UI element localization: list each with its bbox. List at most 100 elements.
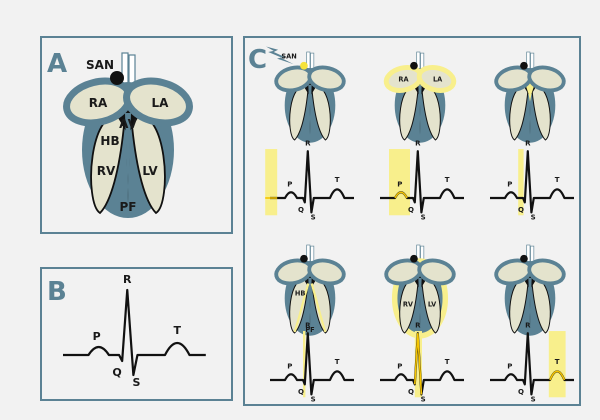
label-av: AV — [119, 117, 137, 131]
sinoatrial-node — [520, 61, 528, 70]
wave-label-p: P — [287, 362, 292, 370]
right-ventricle — [289, 85, 309, 141]
wave-label-s: S — [531, 213, 536, 221]
wave-label-p: P — [397, 362, 402, 370]
wave-label-t: T — [335, 176, 340, 184]
vessel-icon — [530, 245, 535, 263]
wave-label-r: R — [525, 140, 531, 148]
ecg-highlight-segment — [550, 371, 564, 380]
vessel-icon — [310, 245, 315, 263]
heart-step-AV — [494, 51, 566, 143]
wave-label-t: T — [335, 358, 340, 366]
wave-label-s: S — [421, 213, 426, 221]
septum-core — [308, 278, 312, 328]
label-rv: RV — [403, 301, 414, 309]
wave-label-p: P — [397, 180, 402, 188]
ecg-waveform — [270, 151, 354, 212]
sinoatrial-node — [410, 61, 418, 70]
heart-step-ventricles: RV LV — [384, 244, 456, 339]
label-pf: PF — [305, 326, 314, 334]
left-atrium — [527, 65, 566, 93]
wave-label-s: S — [311, 395, 316, 403]
sinoatrial-node — [110, 71, 124, 85]
label-ra: RA — [89, 96, 108, 110]
left-atrium — [307, 65, 346, 93]
wave-label-s: S — [311, 213, 316, 221]
wave-label-r: R — [415, 322, 421, 330]
label-lv: LV — [428, 301, 437, 309]
wave-label-s: S — [421, 395, 426, 403]
wave-label-q: Q — [518, 206, 524, 214]
left-ventricle — [531, 85, 551, 141]
septum-core — [418, 278, 422, 328]
sinoatrial-node — [520, 254, 528, 263]
left-atrium — [123, 77, 193, 127]
panel-a-letter: A — [47, 49, 67, 79]
ecg-waveform — [270, 333, 354, 394]
wave-label-r: R — [305, 140, 311, 148]
right-ventricle — [90, 113, 126, 215]
label-hb: HB — [295, 290, 306, 298]
label-rv: RV — [97, 164, 116, 178]
left-atrium — [417, 258, 456, 286]
highlight-band — [518, 149, 524, 216]
septum-core — [418, 85, 422, 135]
right-ventricle — [509, 85, 529, 141]
label-lv: LV — [142, 164, 158, 178]
left-ventricle — [130, 113, 166, 215]
his-bundle-highlight — [293, 283, 327, 333]
heart-step-repolarization — [494, 244, 566, 336]
septum-core — [528, 85, 532, 135]
panel-c-letter: C — [248, 45, 267, 75]
wave-label-q: Q — [298, 206, 304, 214]
wave-label-r: R — [305, 322, 311, 330]
right-ventricle — [509, 278, 529, 334]
highlight-band — [548, 331, 566, 398]
electric-bolt-icon — [266, 46, 294, 65]
wave-label-t: T — [173, 324, 181, 337]
av-node-highlight — [525, 83, 535, 102]
label-san: SAN — [281, 53, 296, 61]
wave-label-p: P — [507, 180, 512, 188]
wave-label-q: Q — [408, 388, 414, 396]
wave-label-r: R — [415, 140, 421, 148]
label-pf: PF — [120, 200, 137, 214]
septum-core — [308, 85, 312, 135]
vessel-icon — [530, 52, 535, 70]
wave-label-s: S — [132, 376, 140, 389]
ecg-trace: P R QS T — [380, 322, 464, 403]
left-ventricle — [421, 278, 441, 334]
vessel-icon — [310, 52, 315, 70]
ecg-highlight-segment — [395, 192, 407, 198]
highlight-band — [303, 331, 306, 398]
wave-label-r: R — [123, 273, 132, 286]
heart-step-HB-PF: HB PF — [274, 244, 346, 336]
left-atrium — [416, 64, 457, 93]
wave-label-t: T — [555, 358, 560, 366]
sinoatrial-node — [410, 254, 418, 263]
wave-label-q: Q — [112, 366, 121, 379]
wave-label-r: R — [525, 322, 531, 330]
sinoatrial-node — [300, 254, 308, 263]
label-san: SAN — [86, 58, 114, 72]
vessel-icon — [128, 54, 136, 86]
septum-core — [528, 278, 532, 328]
left-ventricle — [311, 278, 331, 334]
heart-step-SAN: SAN — [266, 46, 346, 143]
label-la: LA — [152, 96, 170, 110]
panel-a-frame — [40, 36, 233, 234]
wave-label-q: Q — [298, 388, 304, 396]
panel-c-frame — [243, 36, 581, 406]
wave-label-p: P — [93, 330, 101, 343]
sinoatrial-node — [300, 61, 308, 70]
wave-label-q: Q — [408, 206, 414, 214]
panel-b-letter: B — [47, 277, 67, 307]
wave-label-t: T — [445, 358, 450, 366]
